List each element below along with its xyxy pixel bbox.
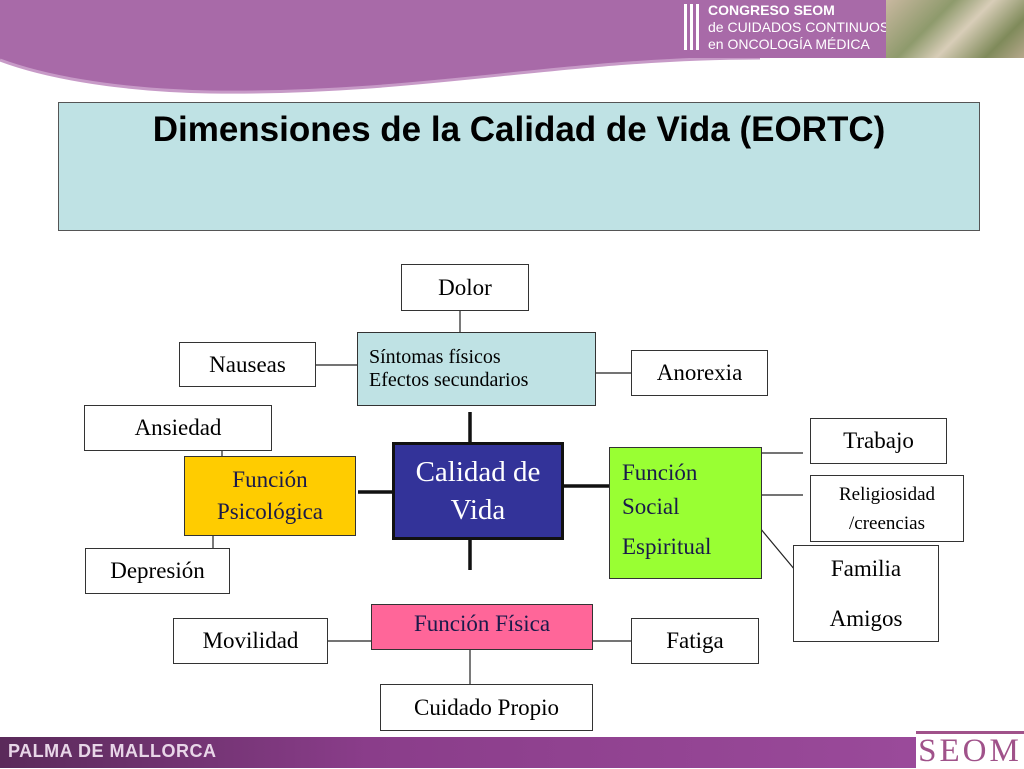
node-religiosidad-line1: Religiosidad xyxy=(838,483,936,505)
node-calidad-de-vida: Calidad de Vida xyxy=(392,442,564,540)
line-social-familia xyxy=(759,527,796,571)
congress-logo: CONGRESO SEOM de CUIDADOS CONTINUOS en O… xyxy=(676,0,890,58)
node-depresion: Depresión xyxy=(85,548,230,594)
node-familia-line2: Amigos xyxy=(829,605,903,631)
node-fatiga: Fatiga xyxy=(631,618,759,664)
congress-line-1: CONGRESO SEOM xyxy=(708,2,835,18)
node-depresion-label: Depresión xyxy=(110,558,205,583)
node-religiosidad-line2: /creencias xyxy=(849,512,925,534)
node-fatiga-label: Fatiga xyxy=(666,628,724,653)
footer-bar xyxy=(0,737,916,768)
title-box xyxy=(58,102,980,231)
footer-location: PALMA DE MALLORCA xyxy=(8,741,217,761)
node-religiosidad: Religiosidad /creencias xyxy=(810,475,964,542)
node-center-line1: Calidad de xyxy=(415,456,541,488)
node-cuidado-label: Cuidado Propio xyxy=(413,694,560,720)
node-familia-line1: Familia xyxy=(830,555,902,581)
node-social-line3: Espiritual xyxy=(622,534,712,559)
header-photo xyxy=(886,0,1024,58)
node-anorexia-label: Anorexia xyxy=(656,360,743,385)
node-funcion-social: Función Social Espiritual xyxy=(609,447,762,579)
node-cuidado-propio: Cuidado Propio xyxy=(380,684,593,731)
node-psicologica-line2: Psicológica xyxy=(216,499,324,524)
node-sintomas-line2: Efectos secundarios xyxy=(369,369,529,391)
node-dolor-label: Dolor xyxy=(438,274,492,300)
node-fisica-label: Función Física xyxy=(413,611,551,636)
node-social-line1: Función xyxy=(622,460,698,485)
node-center-line2: Vida xyxy=(450,494,506,526)
slide-title: Dimensiones de la Calidad de Vida (EORTC… xyxy=(152,110,886,149)
node-funcion-psicologica: Función Psicológica xyxy=(184,456,356,536)
node-trabajo-label: Trabajo xyxy=(843,428,914,453)
node-funcion-fisica: Función Física xyxy=(371,604,593,650)
node-sintomas-fisicos: Síntomas físicos Efectos secundarios xyxy=(357,332,596,406)
congress-bars-icon xyxy=(684,4,700,50)
congress-line-2: de CUIDADOS CONTINUOS xyxy=(708,19,890,35)
node-movilidad: Movilidad xyxy=(173,618,328,664)
node-familia-amigos: Familia Amigos xyxy=(793,545,939,642)
node-psicologica-line1: Función xyxy=(232,467,308,492)
node-social-line2: Social xyxy=(622,494,680,519)
node-nauseas-label: Nauseas xyxy=(209,351,286,377)
node-dolor: Dolor xyxy=(401,264,529,311)
node-trabajo: Trabajo xyxy=(810,418,947,464)
seom-logo: SEOM xyxy=(916,731,1024,768)
node-ansiedad: Ansiedad xyxy=(84,405,272,451)
node-nauseas: Nauseas xyxy=(179,342,316,387)
node-movilidad-label: Movilidad xyxy=(202,628,299,653)
node-anorexia: Anorexia xyxy=(631,350,768,396)
node-ansiedad-label: Ansiedad xyxy=(134,415,222,440)
node-sintomas-line1: Síntomas físicos xyxy=(369,346,501,368)
congress-line-3: en ONCOLOGÍA MÉDICA xyxy=(708,36,870,52)
